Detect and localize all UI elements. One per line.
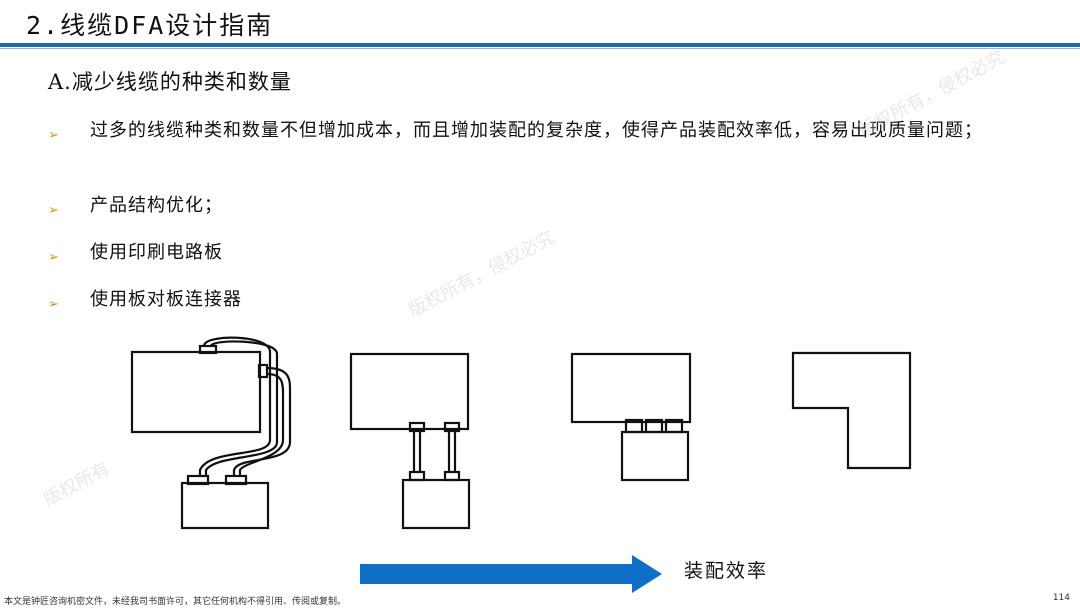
page-number: 114 <box>1052 593 1070 603</box>
slide-title: 2.线缆DFA设计指南 <box>26 11 274 40</box>
bullet-item: ➢ 使用板对板连接器 <box>48 287 988 313</box>
connector <box>257 363 269 379</box>
integrated-part <box>791 351 912 470</box>
title-divider-thin <box>0 48 1080 49</box>
direct-connector <box>624 418 684 434</box>
watermark: 版权所有 <box>39 458 114 511</box>
confidential-footer: 本文是钟匠咨询机密文件，未经我司书面许可，其它任何机构不得引用、传阅或复制。 <box>4 597 347 607</box>
board-to-board-connector <box>408 421 461 482</box>
pcb-box-small <box>620 430 690 482</box>
bullet-item: ➢ 使用印刷电路板 <box>48 240 988 266</box>
efficiency-arrow-icon <box>360 555 662 593</box>
bullet-text: 使用印刷电路板 <box>90 242 223 263</box>
bullet-text: 产品结构优化； <box>90 195 223 216</box>
pcb-box-small <box>180 481 270 530</box>
pcb-box-large <box>349 352 470 431</box>
cable-bundle <box>198 336 292 476</box>
bullet-text: 过多的线缆种类和数量不但增加成本，而且增加装配的复杂度，使得产品装配效率低，容易… <box>90 120 983 141</box>
pcb-box-large <box>130 350 262 434</box>
connector <box>198 344 218 355</box>
bullet-item: ➢ 产品结构优化； <box>48 193 988 219</box>
title-divider <box>0 43 1080 47</box>
bullet-arrow-icon: ➢ <box>48 250 60 265</box>
connector <box>224 474 248 486</box>
pcb-box-large <box>570 352 692 424</box>
bullet-arrow-icon: ➢ <box>48 297 60 312</box>
section-heading: A.减少线缆的种类和数量 <box>48 70 292 94</box>
bullet-arrow-icon: ➢ <box>48 128 60 143</box>
connector <box>186 474 210 486</box>
cable-evolution-diagram <box>130 336 912 530</box>
bullet-item: ➢ 过多的线缆种类和数量不但增加成本，而且增加装配的复杂度，使得产品装配效率低，… <box>48 118 988 144</box>
bullet-text: 使用板对板连接器 <box>90 289 242 310</box>
arrow-label: 装配效率 <box>684 560 769 582</box>
pcb-box-small <box>401 478 471 530</box>
bullet-arrow-icon: ➢ <box>48 203 60 218</box>
